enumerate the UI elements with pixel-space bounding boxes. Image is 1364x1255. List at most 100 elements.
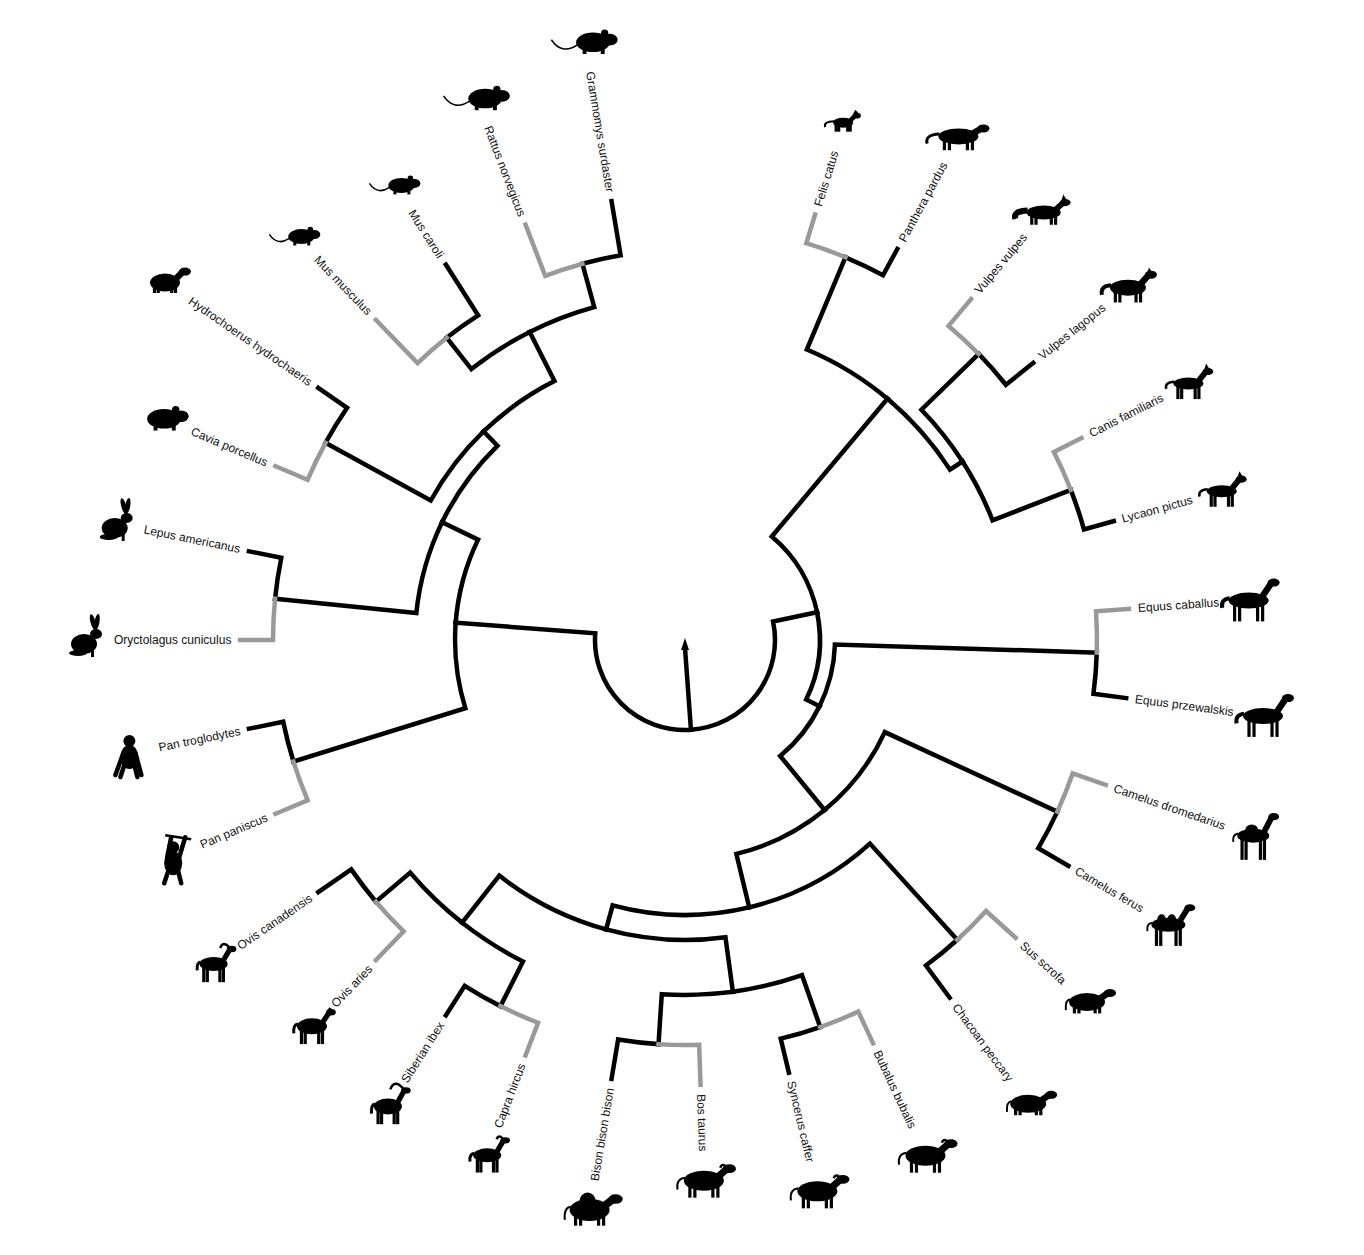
animal-silhouette — [150, 268, 191, 293]
animal-silhouette — [1007, 1091, 1057, 1115]
tree-branch — [530, 264, 595, 332]
animal-silhouette — [899, 1139, 958, 1172]
animal-silhouettes — [69, 30, 1294, 1226]
tree-branch — [949, 299, 979, 354]
animal-silhouette — [470, 1137, 510, 1173]
animal-silhouette — [791, 1175, 850, 1208]
root-arrowhead — [681, 638, 689, 650]
animal-silhouette — [1199, 471, 1246, 507]
tree-branch — [462, 876, 606, 930]
species-label: Capra hircus — [491, 1061, 528, 1130]
tree-branch — [806, 214, 845, 257]
species-label: Oryctolagus cuniculus — [114, 633, 231, 647]
tree-branch — [963, 461, 1071, 520]
species-label: Rattus norvegicus — [481, 124, 528, 219]
species-label: Bubalus bubalis — [871, 1048, 919, 1131]
tree-branch — [318, 388, 347, 443]
animal-silhouette — [1222, 579, 1280, 622]
animal-silhouette — [269, 227, 320, 246]
tree-branch — [781, 1027, 820, 1073]
tree-branch — [500, 1006, 538, 1055]
tree-branch — [442, 522, 478, 623]
species-label: Equus caballus — [1137, 596, 1219, 616]
animal-silhouette — [551, 30, 617, 54]
animal-silhouette — [69, 614, 102, 657]
tree-branch — [749, 844, 957, 940]
animal-silhouette — [1066, 989, 1116, 1013]
species-label: Vulpes lagopus — [1036, 301, 1109, 363]
tree-branch — [659, 1044, 701, 1085]
tree-branch — [845, 249, 897, 275]
tree-branch — [807, 257, 888, 398]
tree-branch — [526, 225, 583, 276]
tree-branch — [326, 431, 484, 500]
tree-branch — [820, 645, 1097, 707]
animal-silhouette — [1015, 195, 1071, 225]
tree-branch — [447, 332, 530, 369]
species-label: Ovis canadensis — [234, 891, 314, 952]
animal-silhouette — [677, 1164, 736, 1197]
animal-silhouette — [927, 124, 990, 150]
animal-silhouette — [115, 735, 141, 777]
animal-silhouette — [1166, 363, 1213, 399]
species-label: Canis familiaris — [1086, 391, 1165, 440]
animal-silhouette — [369, 176, 420, 195]
species-label: Lepus americanus — [143, 523, 242, 556]
species-label: Pan paniscus — [198, 811, 270, 852]
tree-branch — [957, 911, 1015, 940]
animal-silhouette — [1102, 268, 1157, 303]
species-label: Syncerus caffer — [784, 1080, 817, 1164]
animal-silhouette — [825, 110, 861, 132]
tree-branch — [249, 722, 294, 762]
tree-branch — [1038, 812, 1068, 866]
tree-branch — [1093, 653, 1126, 699]
tree-branch — [1057, 773, 1105, 811]
tree-branch — [275, 522, 442, 613]
species-label: Pan troglodytes — [157, 724, 242, 754]
animal-silhouette — [164, 835, 191, 883]
species-label: Mus musculus — [311, 253, 374, 318]
animal-silhouette — [197, 944, 236, 982]
tree-branch — [659, 992, 733, 1044]
animal-silhouette — [1236, 694, 1294, 737]
species-label: Chacoan peccary — [949, 1001, 1016, 1084]
tree-branch — [462, 923, 523, 1006]
species-label: Lycaon pictus — [1121, 492, 1195, 525]
tree-branches — [240, 201, 1129, 1085]
tree-branch — [736, 810, 824, 907]
animal-silhouette — [1147, 904, 1195, 946]
tree-branch — [275, 762, 307, 814]
tree-branch — [582, 201, 620, 264]
tree-branch — [240, 599, 275, 640]
tree-branch — [446, 986, 501, 1016]
species-label: Panthera pardus — [895, 160, 950, 245]
tree-branch — [293, 623, 465, 762]
tree-branch — [456, 623, 691, 730]
tree-branch — [825, 732, 1058, 812]
animal-silhouette — [294, 1007, 336, 1044]
tree-branch — [484, 332, 555, 431]
animal-silhouette — [565, 1192, 623, 1225]
tree-branch — [691, 612, 817, 730]
animal-silhouette — [1233, 813, 1279, 860]
tree-branch — [249, 551, 281, 598]
animal-silhouette — [371, 1084, 410, 1125]
species-label: Equus przewalskis — [1134, 692, 1234, 719]
animal-silhouette — [444, 86, 510, 110]
tree-branch — [772, 399, 888, 612]
tree-branch — [376, 902, 404, 960]
species-label: Camelus ferus — [1073, 864, 1147, 915]
species-label: Vulpes vulpes — [971, 231, 1029, 297]
tree-branch — [318, 869, 376, 901]
tree-branch — [1054, 438, 1082, 490]
tree-branch — [820, 1012, 873, 1044]
tree-branch — [275, 443, 325, 480]
tree-branch — [733, 975, 820, 1027]
species-label: Sus scrofa — [1018, 939, 1070, 987]
tree-branch — [780, 706, 824, 810]
tree-branch — [921, 354, 978, 462]
tree-branch — [926, 940, 957, 998]
tree-branch — [1071, 490, 1114, 529]
species-label: Mus caroli — [405, 207, 446, 261]
